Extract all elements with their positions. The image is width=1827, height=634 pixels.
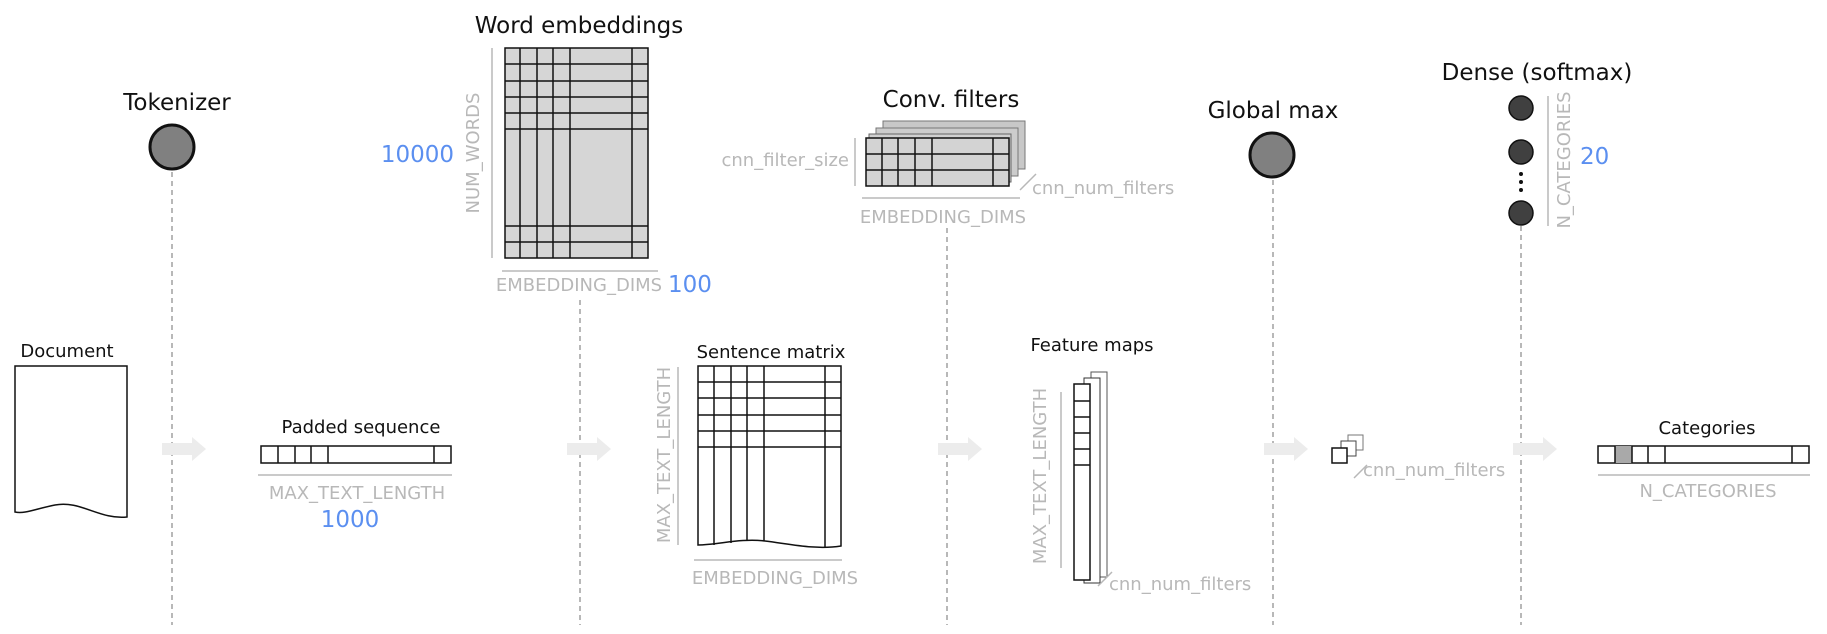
pooled-count-label: cnn_num_filters [1363, 460, 1505, 481]
embeddings-rows-label: NUM_WORDS [463, 93, 484, 214]
embeddings-title: Word embeddings [475, 13, 683, 39]
padded-sequence-vector [260, 445, 452, 464]
dense-title: Dense (softmax) [1442, 60, 1633, 86]
conv-filter-stack [865, 120, 1026, 187]
filter-count-label: cnn_num_filters [1032, 178, 1174, 199]
filters-title: Conv. filters [883, 87, 1020, 113]
padded-title: Padded sequence [282, 417, 441, 438]
categories-vector [1597, 445, 1810, 464]
filter-dims-label: EMBEDDING_DIMS [860, 207, 1026, 228]
dense-units-label: N_CATEGORIES [1554, 91, 1575, 228]
sentence-matrix-title: Sentence matrix [697, 342, 846, 363]
sentence-matrix [697, 365, 842, 549]
embeddings-rows-value: 10000 [381, 142, 454, 168]
global-max-title: Global max [1208, 98, 1339, 124]
flow-arrow-2 [567, 437, 611, 461]
padded-length-label: MAX_TEXT_LENGTH [269, 483, 445, 504]
categories-length-label: N_CATEGORIES [1639, 481, 1776, 502]
pooled-vector [1331, 434, 1364, 464]
embeddings-cols-value: 100 [668, 272, 712, 298]
flow-arrow-4 [1264, 437, 1308, 461]
dense-units-value: 20 [1580, 144, 1609, 170]
tokenizer-node [148, 123, 196, 171]
feature-map-stack [1073, 371, 1108, 584]
tokenizer-title: Tokenizer [122, 90, 231, 116]
document-title: Document [20, 341, 113, 362]
embeddings-cols-label: EMBEDDING_DIMS [496, 275, 662, 296]
feature-count-bracket [1097, 571, 1113, 587]
feature-maps-title: Feature maps [1030, 335, 1153, 356]
feature-count-label: cnn_num_filters [1109, 574, 1251, 595]
global-max-node [1248, 131, 1296, 179]
feature-rows-label: MAX_TEXT_LENGTH [1030, 388, 1051, 564]
categories-title: Categories [1658, 418, 1755, 439]
sentence-cols-label: EMBEDDING_DIMS [692, 568, 858, 589]
padded-length-value: 1000 [321, 507, 380, 533]
dense-neurons [1508, 95, 1534, 226]
flow-arrow-5 [1513, 437, 1557, 461]
sentence-rows-label: MAX_TEXT_LENGTH [654, 367, 675, 543]
pooled-count-bracket [1353, 464, 1368, 479]
flow-arrow-1 [162, 437, 206, 461]
filter-count-bracket [1019, 173, 1037, 191]
embedding-matrix [504, 47, 649, 259]
document-shape [14, 365, 128, 518]
filter-size-label: cnn_filter_size [722, 150, 850, 171]
flow-arrow-3 [938, 437, 982, 461]
